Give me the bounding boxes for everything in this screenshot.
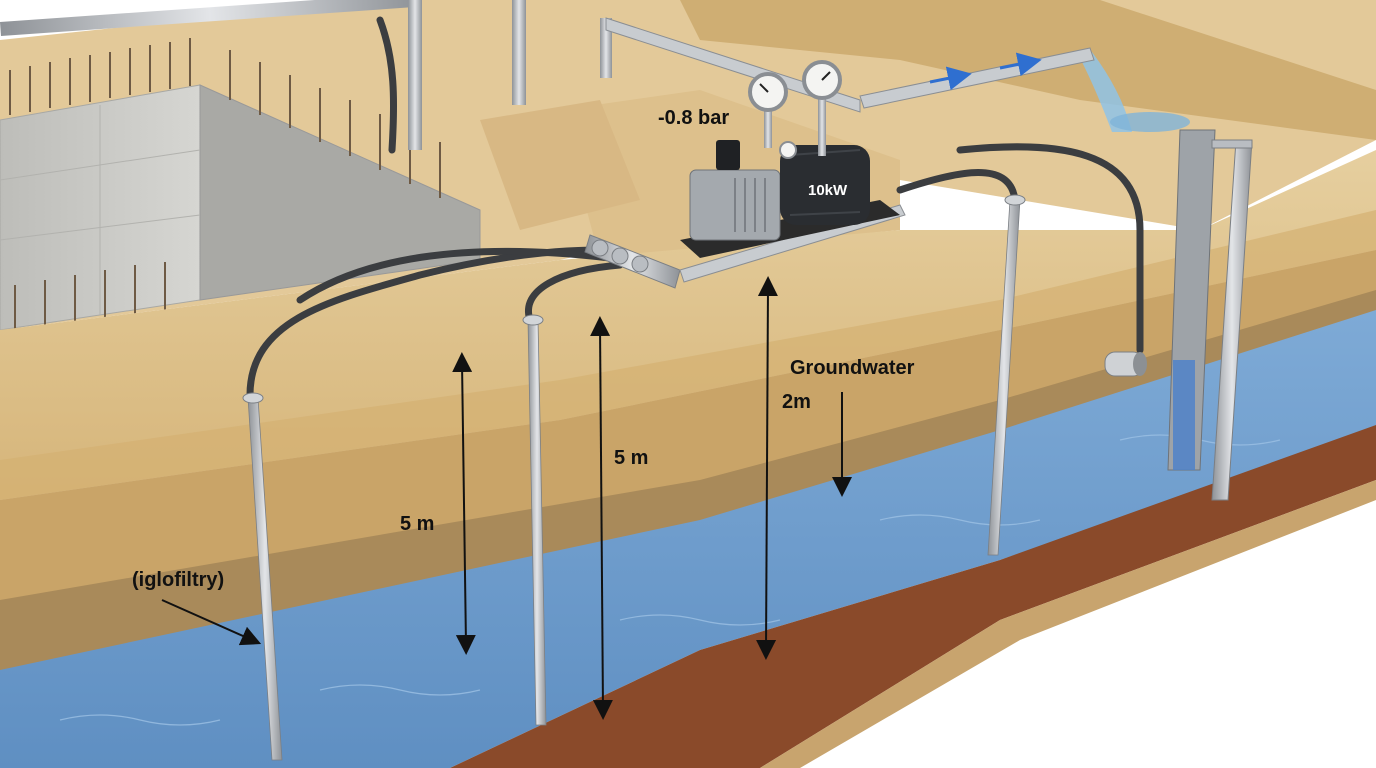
depth-label-center: 5 m xyxy=(614,447,648,469)
groundwater-depth-label: 2m xyxy=(782,391,811,413)
wellpoint-name-label: (iglofiltry) xyxy=(132,569,224,591)
motor-power-label: 10kW xyxy=(808,182,848,199)
vacuum-pressure-label: -0.8 bar xyxy=(658,107,729,129)
groundwater-label: Groundwater xyxy=(790,357,915,379)
outlet-pipe xyxy=(1105,352,1147,376)
depth-label-left: 5 m xyxy=(400,513,434,535)
